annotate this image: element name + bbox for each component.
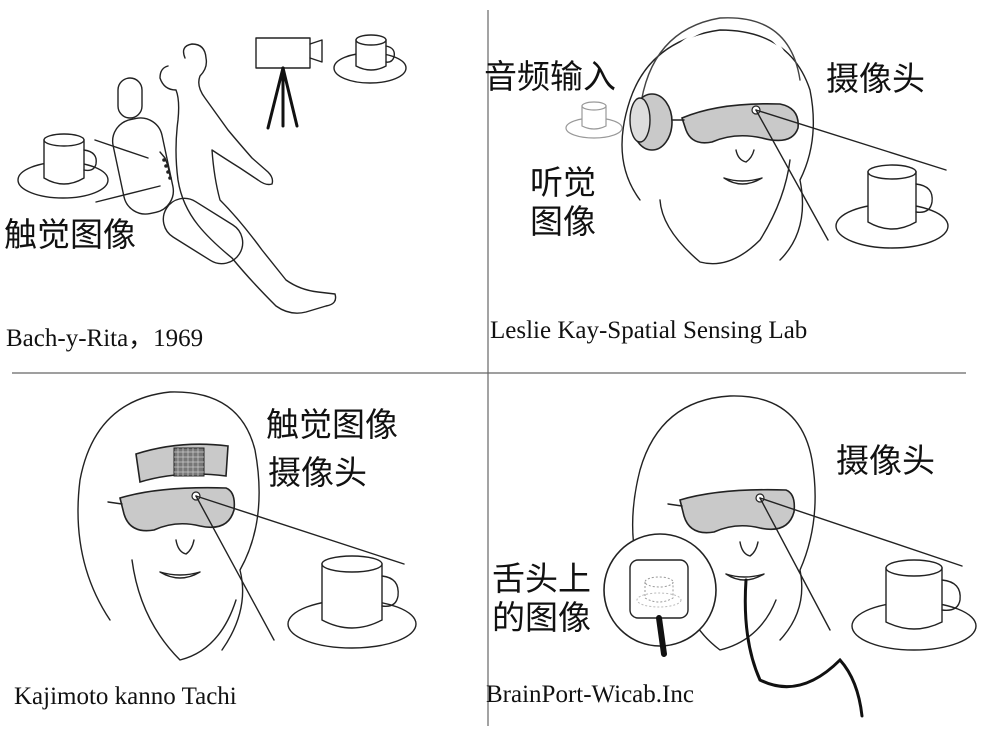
- head-outline: [631, 395, 816, 641]
- chair-icon: [111, 77, 244, 265]
- kajimoto-tactile-image-label: 触觉图像: [266, 405, 398, 444]
- kajimoto-camera-label: 摄像头: [268, 453, 367, 492]
- kay-caption: Leslie Kay-Spatial Sensing Lab: [490, 317, 808, 344]
- bach-y-rita-panel: [17, 34, 407, 314]
- bach-caption: Bach-y-Rita，1969: [6, 325, 204, 352]
- headphones-icon: [629, 93, 673, 151]
- brainport-camera-label: 摄像头: [836, 441, 935, 480]
- brainport-tongue-image-label: 舌头上 的图像: [492, 559, 591, 638]
- small-cup-icon: [565, 101, 623, 139]
- brainport-tongue-line-2: 的图像: [492, 597, 591, 637]
- kajimoto-caption: Kajimoto kanno Tachi: [14, 683, 237, 710]
- brainport-tongue-line-1: 舌头上: [492, 559, 591, 598]
- head-outline: [621, 29, 814, 261]
- cup-icon: [835, 164, 949, 249]
- seated-person-outline: [159, 43, 337, 314]
- kay-audio-input-label: 音频输入: [484, 57, 616, 96]
- kajimoto-panel: [77, 391, 417, 661]
- glasses-icon: [671, 102, 799, 144]
- cup-icon: [287, 555, 417, 649]
- kay-auditory-line-2: 图像: [530, 201, 596, 241]
- tactile-headband-icon: [135, 443, 229, 484]
- leslie-kay-panel: [565, 17, 949, 265]
- bach-tactile-image-label: 触觉图像: [4, 215, 136, 254]
- kay-camera-label: 摄像头: [826, 59, 925, 98]
- kay-auditory-image-label: 听觉 图像: [530, 163, 596, 242]
- tongue-display-icon: [603, 533, 717, 657]
- brainport-caption: BrainPort-Wicab.Inc: [486, 681, 694, 708]
- cup-icon: [851, 559, 977, 651]
- small-cup-icon: [333, 34, 407, 84]
- glasses-icon: [107, 486, 236, 532]
- device-cable: [743, 578, 864, 718]
- head-outline: [77, 391, 260, 651]
- camera-tripod-icon: [255, 37, 323, 130]
- kay-auditory-line-1: 听觉: [530, 163, 596, 202]
- cup-icon: [17, 133, 109, 199]
- brainport-panel: [603, 395, 977, 718]
